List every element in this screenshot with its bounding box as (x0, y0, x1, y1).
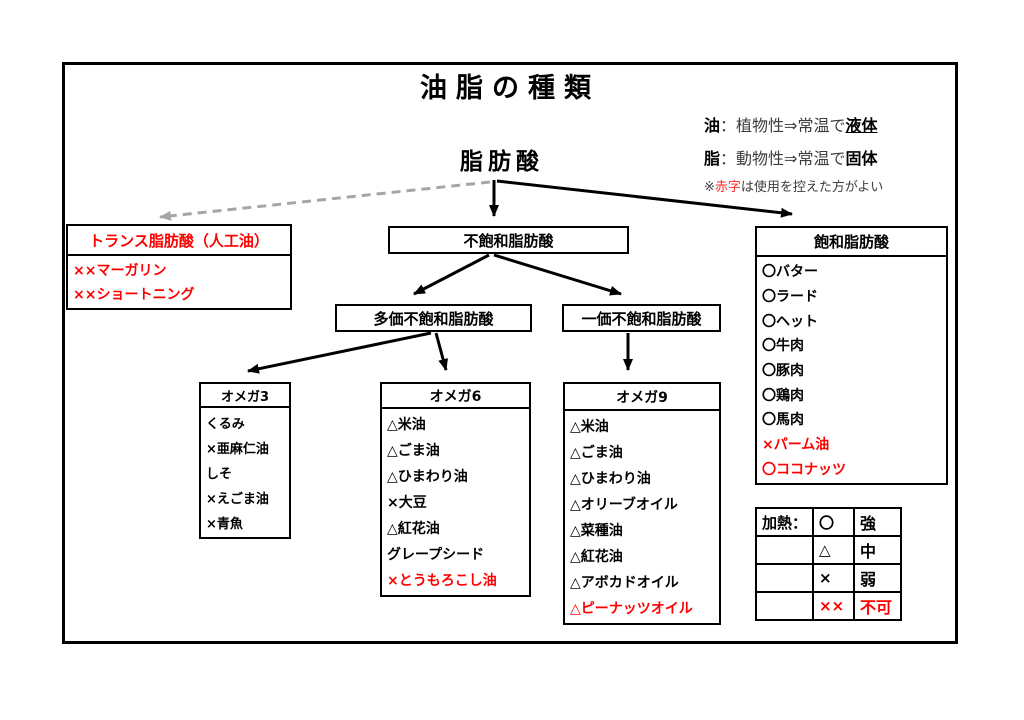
list-item: ××ショートニング (73, 287, 195, 303)
list-item: 〇ヘット (762, 313, 818, 330)
node-unsaturated-title: 不飽和脂肪酸 (463, 231, 554, 250)
heat-label-cell: 加熱： (755, 507, 814, 537)
list-item: △ごま油 (387, 443, 440, 459)
root-node-fatty-acid: 脂肪酸 (460, 149, 544, 175)
list-item: ××マーガリン (73, 263, 167, 279)
heat-level-cell: 強 (853, 507, 902, 537)
heat-table-row: × 弱 (755, 563, 902, 593)
heat-level-cell: 中 (853, 535, 902, 565)
list-item: △米油 (570, 419, 609, 435)
legend-fat-state: 固体 (845, 149, 878, 168)
node-unsaturated-fatty-acid: 不飽和脂肪酸 (388, 226, 629, 254)
list-item: ×青魚 (206, 517, 243, 532)
legend-caution-mark: ※ (704, 180, 715, 195)
heat-table-row: △ 中 (755, 535, 902, 565)
heat-symbol-cell: 〇 (812, 507, 855, 537)
list-item: ×えごま油 (206, 492, 269, 507)
legend-fat-sep: ： (720, 149, 737, 168)
heat-label-cell (755, 591, 814, 621)
node-trans-title: トランス脂肪酸（人工油） (68, 226, 290, 256)
list-item: 〇バター (762, 264, 818, 281)
legend-fat-term: 脂 (704, 149, 721, 168)
heat-table-row: 加熱： 〇 強 (755, 507, 902, 537)
heat-level-cell: 不可 (853, 591, 902, 621)
list-item: 〇豚肉 (762, 363, 804, 380)
node-omega9-items: △米油 △ごま油 △ひまわり油 △オリーブオイル △菜種油 △紅花油 △アボカドオイル △ピー… (565, 411, 719, 623)
node-saturated-title: 飽和脂肪酸 (757, 228, 946, 257)
node-omega9-title: オメガ9 (565, 384, 719, 411)
list-item: くるみ (206, 417, 245, 432)
list-item: △紅花油 (570, 549, 623, 565)
node-trans-fatty-acid: トランス脂肪酸（人工油） ××マーガリン ××ショートニング (66, 224, 292, 310)
list-item: ×大豆 (387, 495, 427, 511)
list-item: △ひまわり油 (387, 469, 468, 485)
node-monounsaturated: 一価不飽和脂肪酸 (562, 304, 721, 332)
heating-legend-table: 加熱： 〇 強 △ 中 × 弱 ×× 不可 (755, 507, 902, 621)
list-item: △アボカドオイル (570, 575, 679, 591)
legend-caution-red-word: 赤字 (714, 180, 741, 195)
legend-oil-sep: ： (720, 116, 737, 135)
node-omega6-items: △米油 △ごま油 △ひまわり油 ×大豆 △紅花油グレープシード ×とうもろこし油 (382, 409, 529, 595)
list-item: △ごま油 (570, 445, 623, 461)
list-item: 〇鶏肉 (762, 387, 804, 404)
list-item: △オリーブオイル (570, 497, 678, 513)
list-item: 〇ラード (762, 289, 818, 306)
list-item: ×亜麻仁油 (206, 442, 269, 457)
heat-label-cell (755, 563, 814, 593)
node-saturated-fatty-acid: 飽和脂肪酸 〇バター〇ラード〇ヘット〇牛肉〇豚肉〇鶏肉〇馬肉 ×パーム油〇ココナッ… (755, 226, 948, 486)
node-omega6: オメガ6 △米油 △ごま油 △ひまわり油 ×大豆 △紅花油グレープシード ×とうもろこし油 (380, 382, 531, 597)
legend-oil-state: 液体 (845, 116, 878, 135)
heat-symbol-cell: ×× (812, 591, 855, 621)
list-item: ×パーム油 (762, 437, 830, 454)
list-item: △ピーナッツオイル (570, 601, 693, 617)
node-omega6-title: オメガ6 (382, 384, 529, 409)
heat-symbol-cell: × (812, 563, 855, 593)
legend-caution-rest: は使用を控えた方がよい (740, 180, 884, 195)
list-item: △紅花油 (387, 521, 440, 537)
legend-fat-desc: 動物性⇒常温で (736, 149, 846, 168)
list-item: しそ (206, 467, 233, 482)
list-item: 〇牛肉 (762, 338, 804, 355)
list-item: △ひまわり油 (570, 471, 651, 487)
legend-fat-line: 脂：動物性⇒常温で固体 (704, 145, 944, 169)
legend-oil-term: 油 (704, 116, 721, 135)
legend-caution-line: ※赤字は使用を控えた方がよい (704, 176, 944, 195)
node-omega3-items: くるみ ×亜麻仁油しそ ×えごま油 ×青魚 (201, 408, 289, 537)
heat-label-cell (755, 535, 814, 565)
list-item: グレープシード (387, 547, 485, 563)
heat-level-cell: 弱 (853, 563, 902, 593)
legend-oil-desc: 植物性⇒常温で (736, 116, 846, 135)
list-item: ×とうもろこし油 (387, 573, 497, 589)
list-item: 〇ココナッツ (762, 461, 846, 478)
node-omega3-title: オメガ3 (201, 384, 289, 408)
list-item: △米油 (387, 417, 426, 433)
heat-symbol-cell: △ (812, 535, 855, 565)
node-omega3: オメガ3 くるみ ×亜麻仁油しそ ×えごま油 ×青魚 (199, 382, 291, 539)
node-saturated-items: 〇バター〇ラード〇ヘット〇牛肉〇豚肉〇鶏肉〇馬肉 ×パーム油〇ココナッツ (757, 257, 946, 483)
list-item: 〇馬肉 (762, 412, 804, 429)
heat-table-row: ×× 不可 (755, 591, 902, 621)
node-omega9: オメガ9 △米油 △ごま油 △ひまわり油 △オリーブオイル △菜種油 △紅花油 △アボカドオ… (563, 382, 721, 625)
page-title: 油脂の種類 (420, 73, 600, 104)
list-item: △菜種油 (570, 523, 623, 539)
node-poly-title: 多価不飽和脂肪酸 (373, 309, 494, 328)
node-trans-items: ××マーガリン ××ショートニング (68, 256, 290, 308)
node-mono-title: 一価不飽和脂肪酸 (581, 309, 702, 328)
legend-oil-line: 油：植物性⇒常温で液体 (704, 112, 944, 136)
node-polyunsaturated: 多価不飽和脂肪酸 (335, 304, 532, 332)
